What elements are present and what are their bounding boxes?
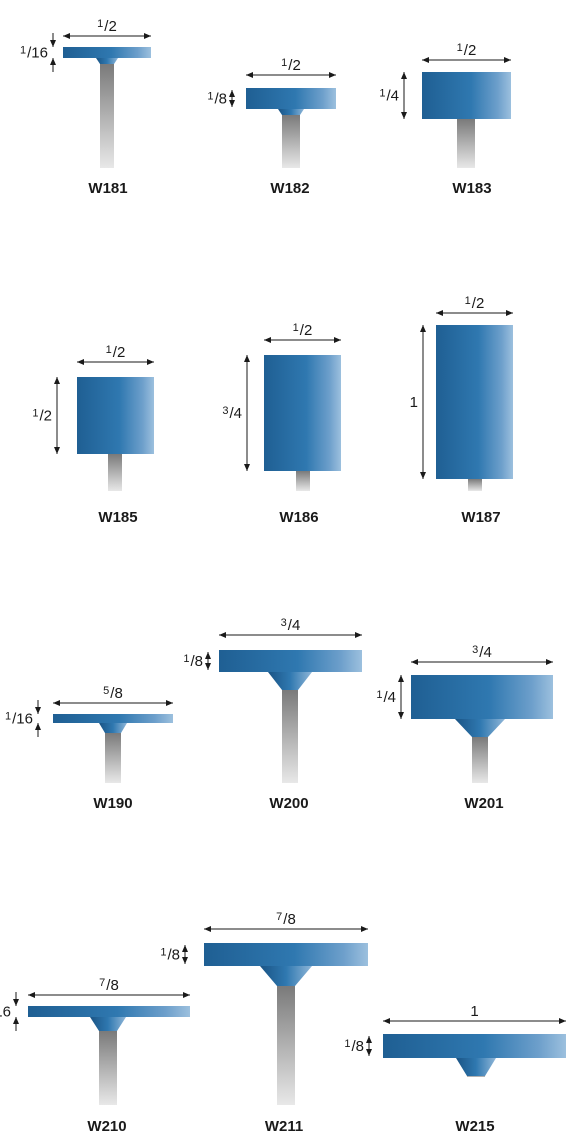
diameter-label: 1/2	[293, 322, 313, 339]
abrasive-stone	[77, 377, 154, 454]
diameter-label: 1/2	[457, 42, 477, 59]
diameter-label: 7/8	[99, 977, 119, 994]
shank	[467, 1076, 485, 1077]
shank	[105, 733, 121, 783]
thickness-label: 1/16	[5, 711, 33, 728]
shank	[108, 454, 122, 491]
point-code: W190	[93, 795, 132, 812]
thickness-label: 1/4	[376, 689, 396, 706]
point-code: W187	[461, 509, 500, 526]
stone-neck	[90, 1017, 126, 1031]
abrasive-stone	[246, 88, 336, 109]
abrasive-stone	[53, 714, 173, 723]
diameter-label: 1/2	[97, 18, 117, 35]
thickness-label: 1/16	[0, 1004, 11, 1021]
diameter-label: 3/4	[281, 617, 301, 634]
point-w210: 7/8 1/16W210	[0, 977, 190, 1135]
point-code: W201	[464, 795, 503, 812]
abrasive-stone	[63, 47, 151, 58]
shank	[472, 737, 488, 783]
shank	[100, 64, 114, 168]
stone-neck	[260, 966, 312, 986]
abrasive-stone	[383, 1034, 566, 1058]
point-code: W181	[88, 180, 127, 197]
abrasive-stone	[436, 325, 513, 479]
diameter-label: 5/8	[103, 685, 123, 702]
stone-neck	[268, 672, 312, 690]
shank	[457, 119, 475, 168]
thickness-label: 1/8	[183, 653, 203, 670]
stone-neck	[456, 1058, 496, 1076]
shank	[277, 986, 295, 1105]
stone-neck	[455, 719, 505, 737]
point-code: W211	[265, 1118, 303, 1135]
diameter-label: 3/4	[472, 644, 492, 661]
thickness-label: 3/4	[222, 405, 242, 422]
abrasive-stone	[219, 650, 362, 672]
stone-neck	[96, 58, 118, 64]
point-code: W200	[269, 795, 308, 812]
abrasive-stone	[422, 72, 511, 119]
point-code: W182	[270, 180, 309, 197]
thickness-label: 1/8	[207, 91, 227, 108]
diameter-label: 7/8	[276, 911, 296, 928]
diameter-label: 1/2	[281, 57, 301, 74]
shank	[468, 479, 482, 491]
diameter-label: 1	[470, 1003, 478, 1020]
shank	[99, 1031, 117, 1105]
thickness-label: 1/8	[160, 947, 180, 964]
shank	[296, 471, 310, 491]
thickness-label: 1	[410, 394, 418, 411]
diameter-label: 1/2	[465, 295, 485, 312]
point-code: W215	[455, 1118, 494, 1135]
abrasive-stone	[204, 943, 368, 966]
thickness-label: 1/4	[379, 88, 399, 105]
abrasive-stone	[411, 675, 553, 719]
diameter-label: 1/2	[106, 344, 126, 361]
point-code: W183	[452, 180, 491, 197]
thickness-label: 1/8	[344, 1038, 364, 1055]
point-code: W186	[279, 509, 318, 526]
abrasive-stone	[264, 355, 341, 471]
point-code: W210	[87, 1118, 126, 1135]
point-code: W185	[98, 509, 137, 526]
shank	[282, 115, 300, 168]
shank	[282, 690, 298, 783]
thickness-label: 1/16	[20, 45, 48, 62]
abrasive-stone	[28, 1006, 190, 1017]
stone-neck	[278, 109, 304, 115]
stone-neck	[99, 723, 127, 733]
thickness-label: 1/2	[32, 408, 52, 425]
